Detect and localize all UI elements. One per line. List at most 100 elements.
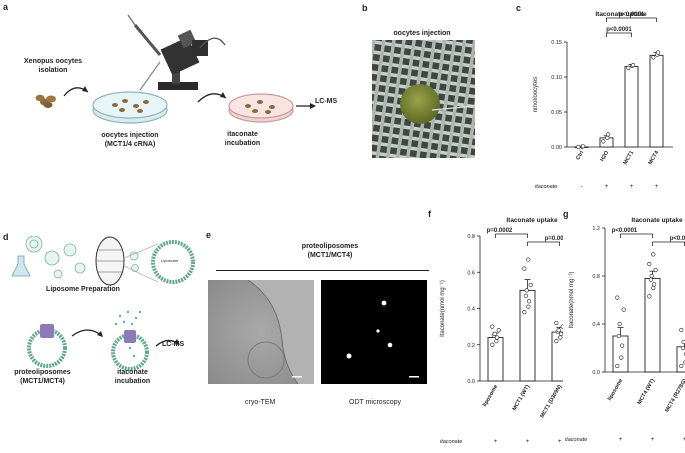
itaconate-sign: + [683,437,685,443]
p-value-label: p<0.0001 [670,236,685,242]
chart-title: Itaconate uptake [595,11,647,18]
proteoliposomes-label: proteoliposomes(MCT1/MCT4) [14,369,71,385]
data-point [601,139,606,144]
data-point [605,135,610,140]
bar [519,289,536,382]
micromanipulator-icon [127,14,226,91]
significance-bracket [606,17,657,22]
data-point [651,252,656,257]
chart-title: Itaconate uptake [631,217,683,224]
liposome-icon [151,240,195,284]
data-point [492,331,497,336]
proteoliposome-icon [27,324,67,368]
y-tick-label: 0.0 [592,370,600,376]
category-label: MCT4 (WT) [637,378,657,406]
bar [644,277,661,373]
category-label: MCT1 (WT) [512,384,532,412]
itaconate-row-label: itaconate [565,437,587,443]
odt-caption: ODT microscopy [349,399,401,406]
p-value-label: p<0.0001 [619,12,645,18]
y-axis-label: Itaconate(nmol mg⁻¹) [440,280,446,337]
data-point [649,273,654,279]
y-tick-label: 1.2 [592,226,600,232]
significance-bracket [527,241,560,246]
category-label: MCT4 (R278G) [664,378,685,414]
cryo-tem-image [208,280,314,384]
oocyte-workflow-diagram [35,14,316,124]
data-point [560,324,563,329]
data-point [679,327,684,333]
data-point [656,50,661,55]
oocyte-injection-photo [372,40,475,158]
bar [649,54,664,148]
data-point [494,335,500,340]
data-point [653,267,658,273]
incubation-liposome-icon [111,310,149,371]
data-point [615,363,620,369]
data-point [559,331,563,336]
data-point [528,282,533,288]
itaconate-sign: + [651,437,655,443]
data-point [554,339,559,344]
itaconate-row-label: itaconate [440,439,462,445]
category-label: MCT1 (D309N) [539,384,563,419]
injection-label: oocytes injection(MCT1/4 cRNA) [101,132,159,148]
petri-dish-icon [92,91,168,124]
panel-label-c: c [516,3,522,13]
data-point [647,294,652,299]
itaconate-sign: + [558,439,562,445]
category-label: liposome [482,384,499,408]
p-value-label: p=0.0002 [487,228,513,234]
category-label: liposome [607,378,624,402]
data-point [580,144,586,149]
significance-bracket [652,241,685,246]
p-value-label: p=0.0005 [545,236,563,242]
bar [624,66,639,148]
data-point [556,328,561,333]
data-point [647,261,652,267]
y-tick-label: 0.15 [551,40,562,46]
proteoliposomes-title: proteoliposomes(MCT1/MCT4) [301,243,359,259]
vesicle-cluster-icon [25,236,86,279]
category-label: H2O [599,149,610,162]
oocyte-pile-icon [35,94,56,108]
data-point [496,328,501,333]
data-point [626,65,631,70]
bar [487,337,504,382]
scale-bar-icon [292,376,302,378]
data-point [681,339,685,345]
needle-icon [431,105,475,111]
p-value-label: p<0.0001 [612,228,638,234]
liposome-tag-label: Liposome [161,258,179,263]
chart-g: Itaconate uptake0.00.40.81.2Itaconate(nm… [565,217,685,443]
data-point [621,307,626,312]
y-tick-label: 0.10 [551,75,562,81]
y-tick-label: 0.8 [592,274,600,280]
itaconate-sign: - [581,184,583,190]
data-point [615,295,620,300]
category-label: MCT4 [648,149,661,166]
data-point [524,288,529,293]
significance-bracket [606,32,632,37]
significance-bracket [495,233,528,238]
data-point [651,282,657,287]
panel-label-g: g [563,209,569,219]
lcms-label-d: LC-MS [162,341,185,348]
panel-label-a: a [3,2,9,12]
chart-title: Itaconate uptake [506,217,558,224]
category-label: MCT1 [623,150,636,166]
flask-icon [11,255,31,277]
data-point [651,285,656,291]
itaconate-sign: + [655,184,659,190]
y-tick-label: 0.0 [467,379,475,385]
y-axis-label: Itaconate(nmol mg⁻¹) [569,272,575,329]
chart-f: Itaconate uptake0.00.20.40.60.8Itaconate… [440,217,563,445]
y-tick-label: 0.4 [467,307,475,313]
data-point [617,321,622,327]
lcms-label: LC-MS [315,98,338,105]
itaconate-row-label: itaconate [535,184,557,190]
photo-title: oocytes injection [393,30,451,37]
data-point [494,339,499,344]
